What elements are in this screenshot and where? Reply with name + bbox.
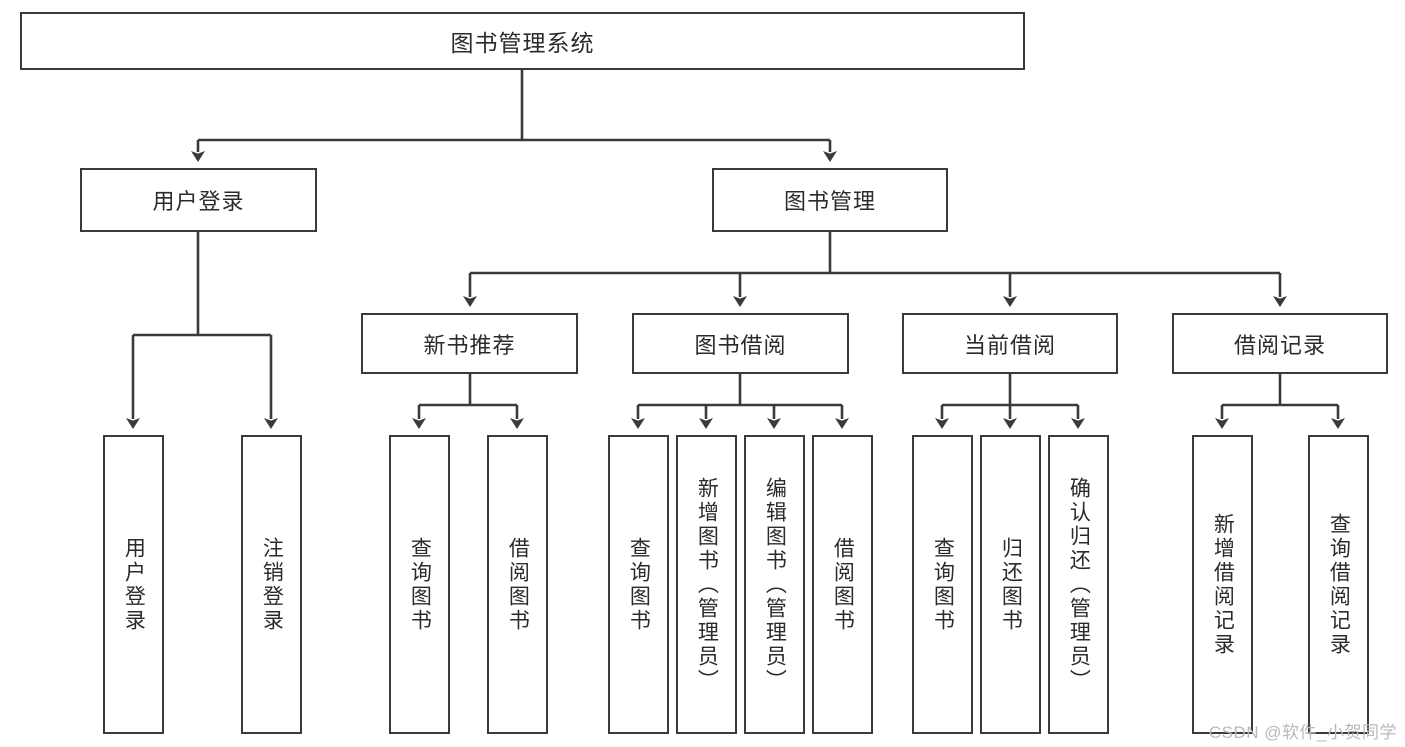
node-label: 借阅记录	[1233, 332, 1326, 358]
leaf-label: 归还图书	[999, 536, 1023, 633]
leaf-label: 编辑图书（管理员）	[763, 476, 787, 693]
leaf-borrow-record-query-record[interactable]: 查询借阅记录	[1308, 435, 1369, 734]
leaf-label: 借阅图书	[831, 536, 855, 633]
leaf-label: 查询借阅记录	[1327, 512, 1351, 657]
leaf-label: 查询图书	[408, 536, 432, 633]
leaf-new-book-query-book[interactable]: 查询图书	[389, 435, 450, 734]
node-label: 用户登录	[152, 189, 245, 214]
leaf-book-borrow-add-book-admin[interactable]: 新增图书（管理员）	[676, 435, 737, 734]
leaf-current-borrow-return-book[interactable]: 归还图书	[980, 435, 1041, 734]
node-book-management[interactable]: 图书管理	[712, 168, 948, 232]
leaf-label: 确认归还（管理员）	[1067, 476, 1091, 693]
leaf-current-borrow-query-book[interactable]: 查询图书	[912, 435, 973, 734]
leaf-label: 查询图书	[931, 536, 955, 633]
leaf-label: 注销登录	[260, 536, 284, 633]
node-borrow-record[interactable]: 借阅记录	[1172, 313, 1388, 374]
leaf-book-borrow-edit-book-admin[interactable]: 编辑图书（管理员）	[744, 435, 805, 734]
watermark-csdn: CSDN @软件_小贺同学	[1208, 723, 1397, 742]
node-current-borrow[interactable]: 当前借阅	[902, 313, 1118, 374]
leaf-borrow-record-add-record[interactable]: 新增借阅记录	[1192, 435, 1253, 734]
leaf-book-borrow-query-book[interactable]: 查询图书	[608, 435, 669, 734]
leaf-label: 查询图书	[627, 536, 651, 633]
node-book-borrow[interactable]: 图书借阅	[632, 313, 849, 374]
leaf-new-book-borrow-book[interactable]: 借阅图书	[487, 435, 548, 734]
leaf-label: 新增借阅记录	[1211, 512, 1235, 657]
node-root-book-management-system[interactable]: 图书管理系统	[20, 12, 1025, 70]
leaf-label: 用户登录	[122, 536, 146, 633]
node-label: 新书推荐	[423, 332, 516, 358]
node-label: 图书管理	[783, 189, 876, 214]
node-label: 图书管理系统	[450, 30, 595, 56]
leaf-book-borrow-borrow-book[interactable]: 借阅图书	[812, 435, 873, 734]
leaf-label: 借阅图书	[506, 536, 530, 633]
node-new-book-recommend[interactable]: 新书推荐	[361, 313, 578, 374]
node-label: 图书借阅	[694, 332, 787, 358]
leaf-label: 新增图书（管理员）	[695, 476, 719, 693]
node-label: 当前借阅	[963, 332, 1056, 358]
node-user-login[interactable]: 用户登录	[80, 168, 317, 232]
leaf-user-login-logout[interactable]: 注销登录	[241, 435, 302, 734]
leaf-user-login-login[interactable]: 用户登录	[103, 435, 164, 734]
leaf-current-borrow-confirm-return-admin[interactable]: 确认归还（管理员）	[1048, 435, 1109, 734]
